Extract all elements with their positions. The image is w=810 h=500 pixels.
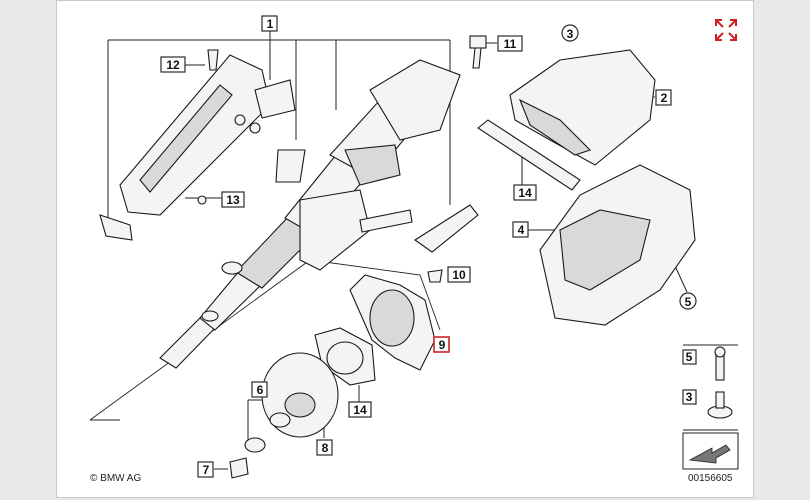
svg-text:5: 5: [686, 350, 693, 364]
svg-text:10: 10: [452, 268, 466, 282]
svg-text:8: 8: [322, 441, 329, 455]
callout-legend-5[interactable]: 5: [682, 349, 697, 365]
svg-text:3: 3: [567, 27, 574, 41]
expand-arrows-icon[interactable]: [714, 18, 738, 42]
svg-text:14: 14: [353, 403, 367, 417]
diagram-number: 00156605: [688, 473, 733, 484]
callout-7[interactable]: 7: [197, 461, 214, 478]
svg-text:11: 11: [504, 37, 517, 51]
callout-legend-3[interactable]: 3: [682, 389, 697, 405]
callout-14-upper[interactable]: 14: [513, 184, 537, 201]
svg-text:9: 9: [439, 338, 446, 352]
callout-4[interactable]: 4: [512, 221, 529, 238]
svg-text:1: 1: [267, 17, 274, 31]
column-bracket: [119, 54, 296, 216]
callout-5[interactable]: 5: [679, 292, 697, 310]
fastener-legend: [682, 344, 739, 470]
callout-6[interactable]: 6: [251, 381, 268, 398]
gasket-lower: [314, 327, 376, 386]
small-parts: [99, 35, 487, 283]
callout-8[interactable]: 8: [316, 439, 333, 456]
callout-3[interactable]: 3: [561, 24, 579, 42]
svg-text:7: 7: [203, 463, 210, 477]
copyright-text: © BMW AG: [90, 473, 141, 484]
callout-12[interactable]: 12: [160, 56, 186, 73]
callout-2[interactable]: 2: [655, 89, 672, 106]
lower-shroud: [539, 164, 696, 326]
svg-text:2: 2: [661, 91, 668, 105]
steering-column: [159, 59, 479, 369]
svg-text:14: 14: [518, 186, 532, 200]
svg-text:13: 13: [226, 193, 240, 207]
callout-9[interactable]: 9: [433, 336, 450, 353]
svg-text:6: 6: [257, 383, 264, 397]
svg-text:12: 12: [166, 58, 180, 72]
upper-shroud: [509, 49, 656, 166]
svg-text:5: 5: [685, 295, 692, 309]
callout-1[interactable]: 1: [261, 15, 278, 32]
callout-14-lower[interactable]: 14: [348, 401, 372, 418]
clamp-parts: [229, 412, 291, 479]
callout-10[interactable]: 10: [447, 266, 471, 283]
svg-text:4: 4: [518, 223, 525, 237]
svg-text:3: 3: [686, 390, 693, 404]
trim-strip-upper: [477, 119, 581, 191]
callout-11[interactable]: 11: [497, 35, 523, 52]
callout-13[interactable]: 13: [221, 191, 245, 208]
